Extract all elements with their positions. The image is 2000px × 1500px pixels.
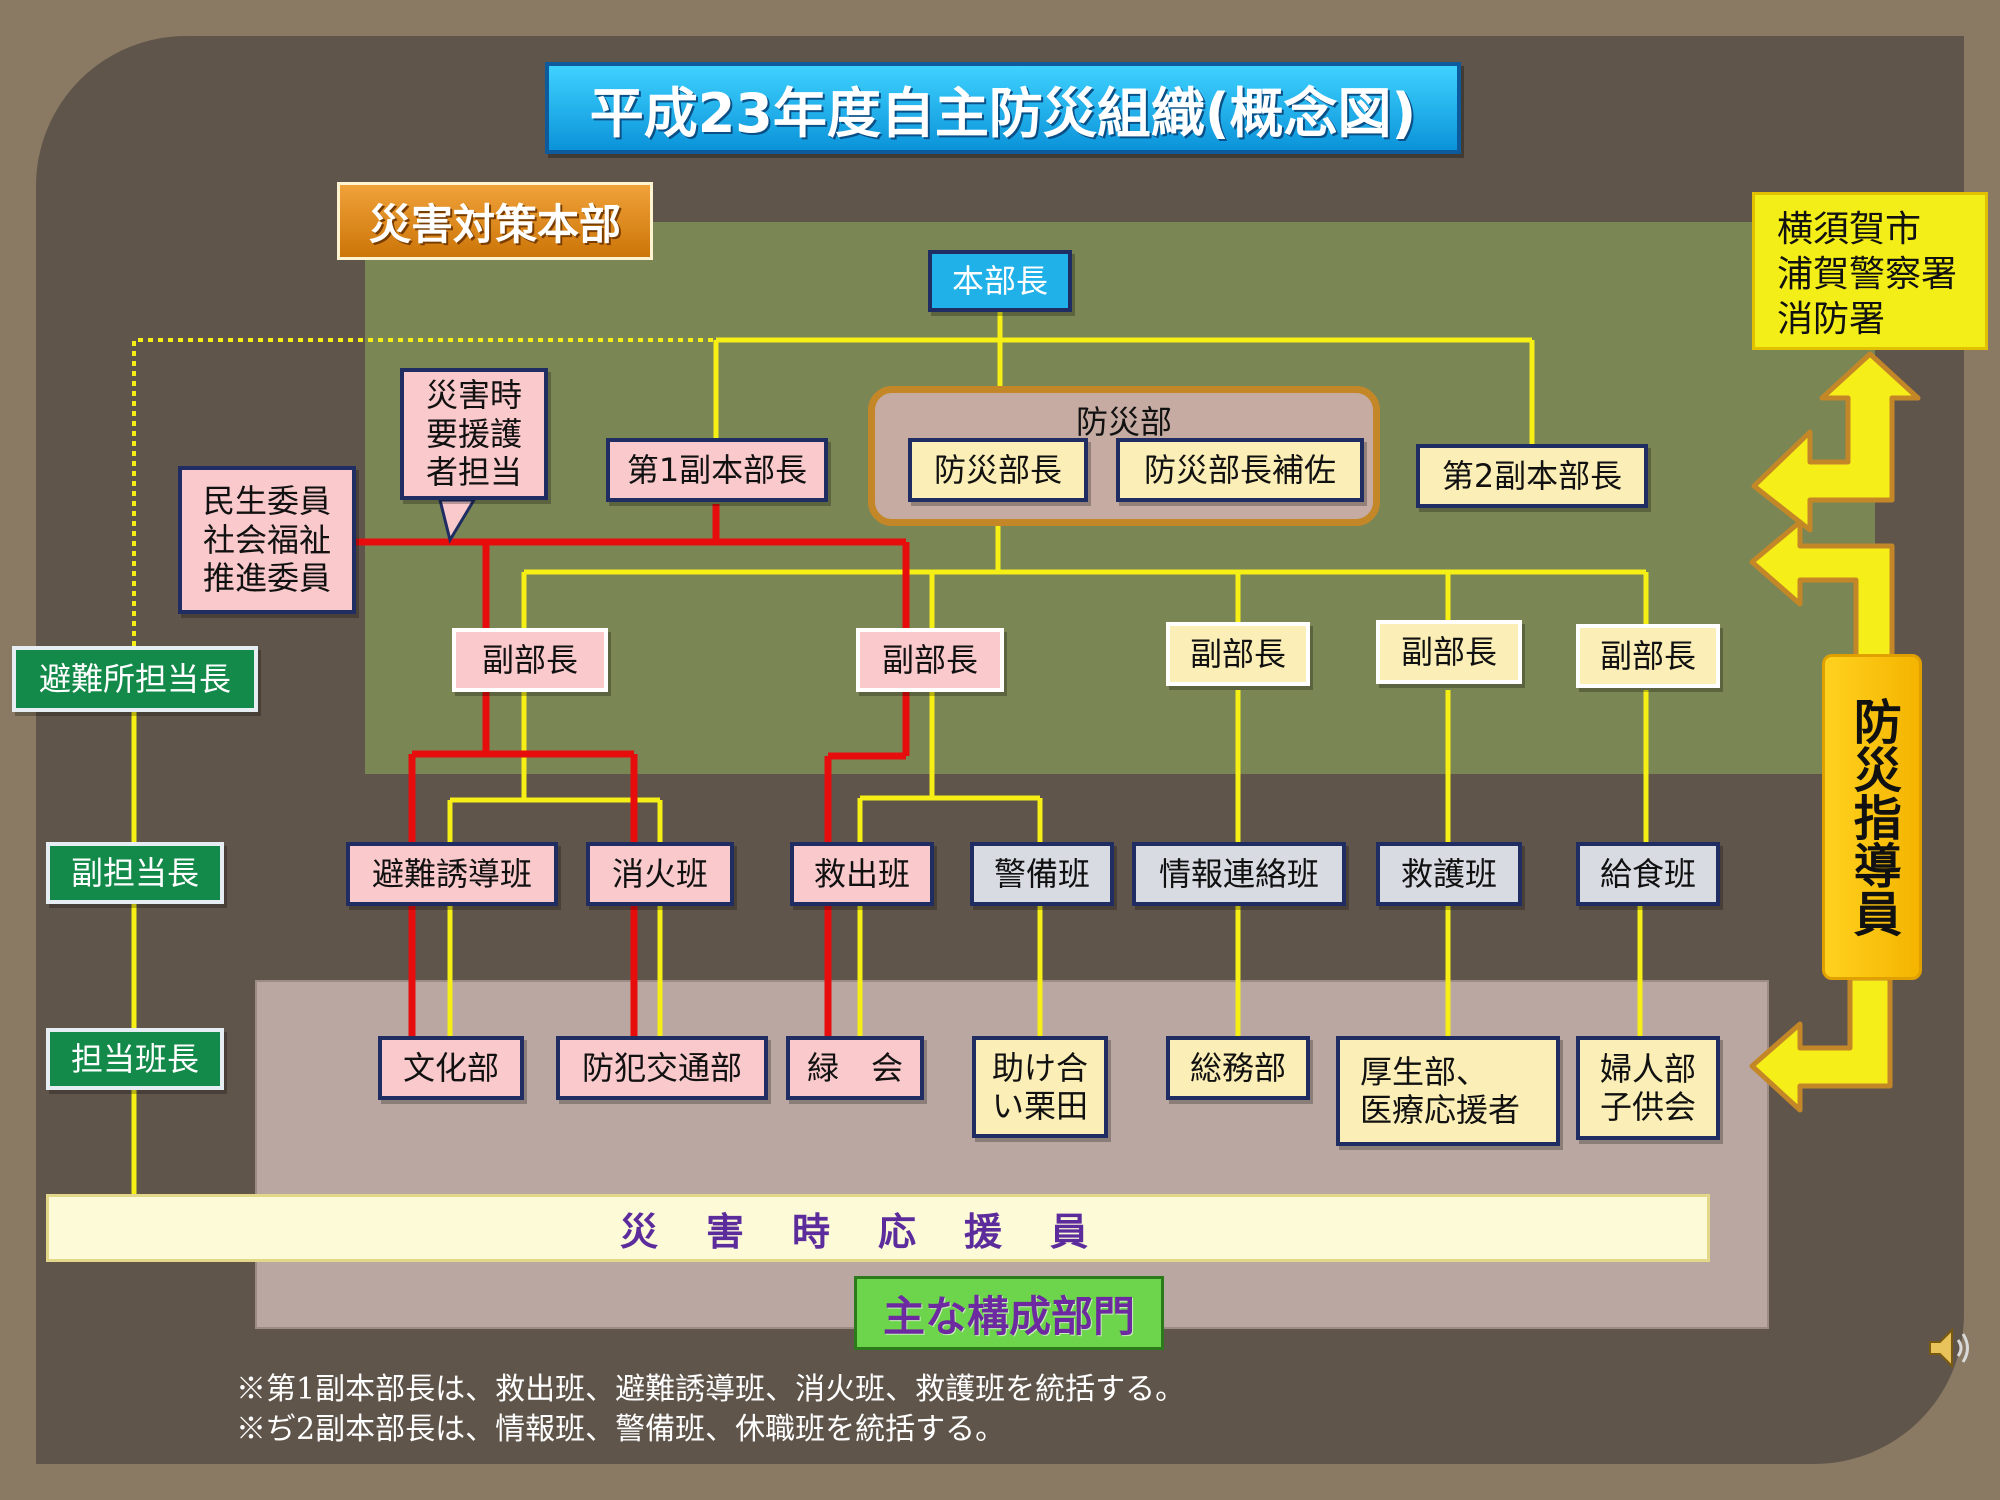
callout-pointer [438,498,477,544]
hq-label: 災害対策本部 [337,182,653,260]
unit-box: 総務部 [1166,1036,1310,1100]
shelter-head-box: 避難所担当長 [12,646,258,712]
vice-chief-2-box: 第2副本部長 [1416,444,1648,508]
speaker-icon[interactable] [1922,1320,1978,1376]
squad-box: 給食班 [1576,842,1720,906]
external-agencies-box: 横須賀市 浦賀警察署 消防署 [1752,192,1988,350]
disaster-advisor-box: 防災指導員 [1822,654,1922,980]
unit-box: 緑 会 [786,1036,924,1100]
main-units-label: 主な構成部門 [854,1276,1164,1350]
page-title: 平成23年度自主防災組織(概念図) [545,62,1461,154]
welfare-members-box: 民生委員 社会福祉 推進委員 [178,466,356,614]
squad-box: 救出班 [790,842,934,906]
unit-box: 婦人部 子供会 [1576,1036,1720,1140]
squad-box: 消火班 [586,842,734,906]
deputy-head-box: 副部長 [1166,622,1310,686]
unit-box: 助け合 い栗田 [972,1036,1108,1138]
deputy-head-box: 副部長 [452,628,608,692]
unit-box: 文化部 [378,1036,524,1100]
bousai-head-box: 防災部長 [908,438,1088,502]
arrow-left-icon [1749,519,1895,661]
special-needs-box: 災害時 要援護 者担当 [400,368,548,500]
deputy-head-box: 副部長 [1576,624,1720,688]
squad-box: 避難誘導班 [346,842,558,906]
unit-box: 厚生部、 医療応援者 [1336,1036,1560,1146]
squad-box: 救護班 [1376,842,1522,906]
squad-box: 情報連絡班 [1132,842,1346,906]
shelter-deputy-box: 副担当長 [46,842,224,904]
unit-box: 防犯交通部 [556,1036,768,1100]
disaster-supporters-bar: 災害時応援員 [46,1194,1710,1262]
note-line-1: ※第1副本部長は、救出班、避難誘導班、消火班、救護班を統括する。 [236,1372,1186,1407]
hq-chief-box: 本部長 [928,250,1072,312]
bousai-dept-label: 防災部 [1075,403,1172,441]
vice-chief-1-box: 第1副本部長 [606,438,828,502]
deputy-head-box: 副部長 [1376,620,1522,684]
arrow-left-icon [1749,975,1893,1113]
deputy-head-box: 副部長 [856,628,1004,692]
bousai-assistant-box: 防災部長補佐 [1116,438,1364,502]
arrow-up-icon [1751,351,1921,533]
line-shelter-dotted [132,338,716,646]
squad-box: 警備班 [970,842,1114,906]
note-line-2: ※ぢ2副本部長は、情報班、警備班、休職班を統括する。 [236,1412,1006,1447]
shelter-squad-leader-box: 担当班長 [46,1028,224,1090]
